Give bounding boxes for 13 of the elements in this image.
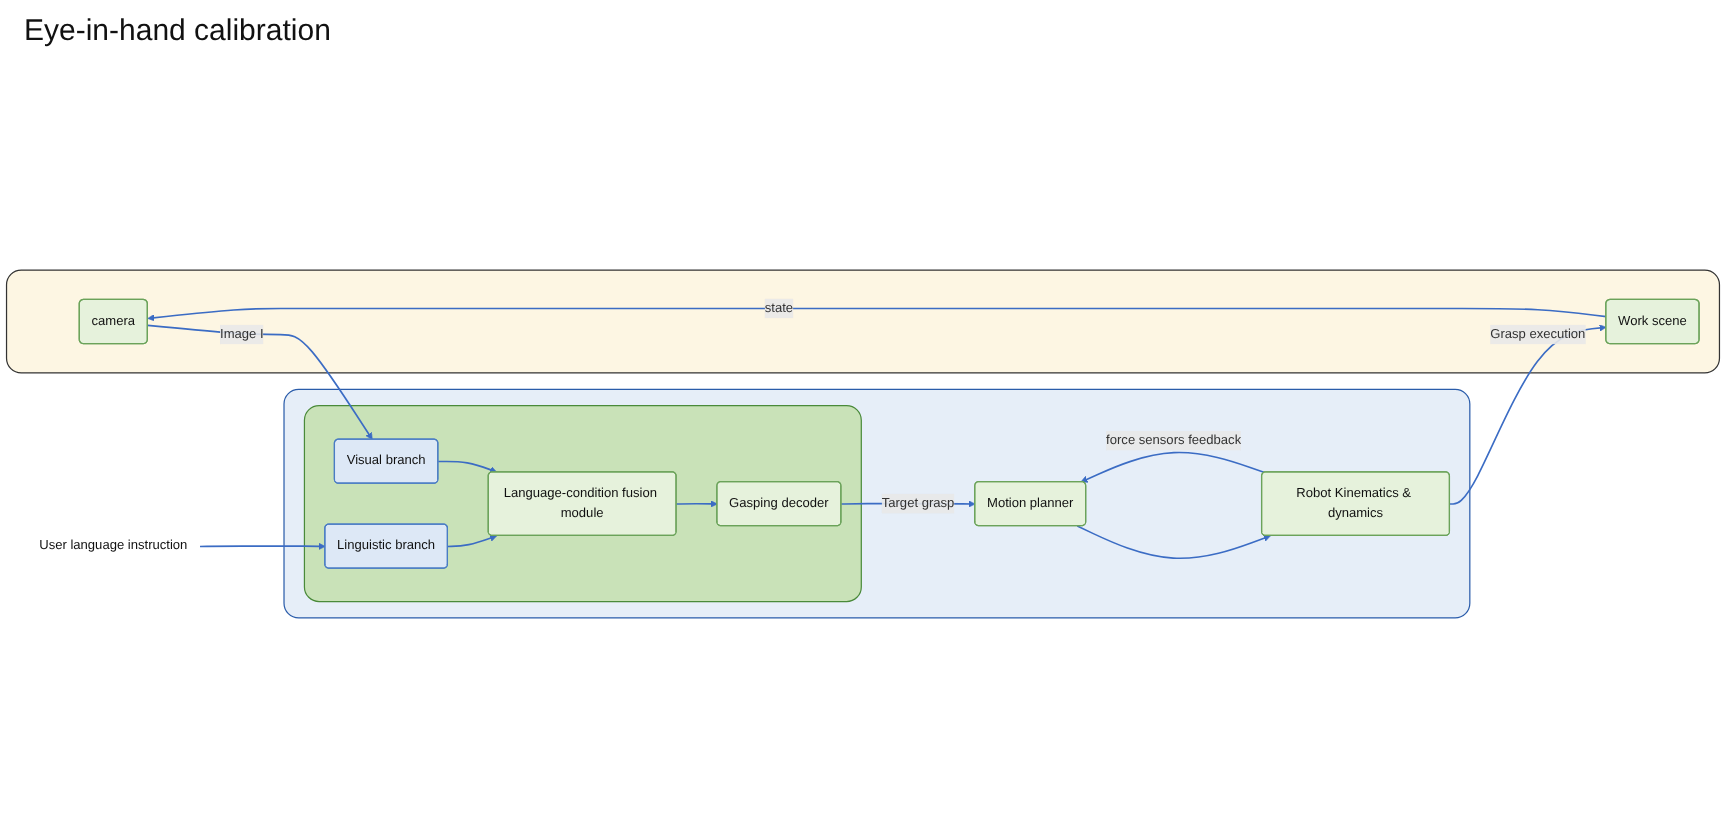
arrow (1080, 451, 1266, 483)
arrow (147, 307, 1608, 322)
cluster (303, 405, 862, 603)
arrow (437, 460, 498, 474)
arrow (1449, 324, 1607, 505)
arrow (675, 500, 718, 508)
note-text: Eye-in-hand calibration (24, 13, 331, 47)
arrow (447, 534, 498, 548)
arrow (1076, 525, 1271, 560)
cluster (283, 388, 1471, 619)
cluster (5, 269, 1721, 374)
arrow (199, 542, 326, 550)
arrow (146, 324, 373, 440)
